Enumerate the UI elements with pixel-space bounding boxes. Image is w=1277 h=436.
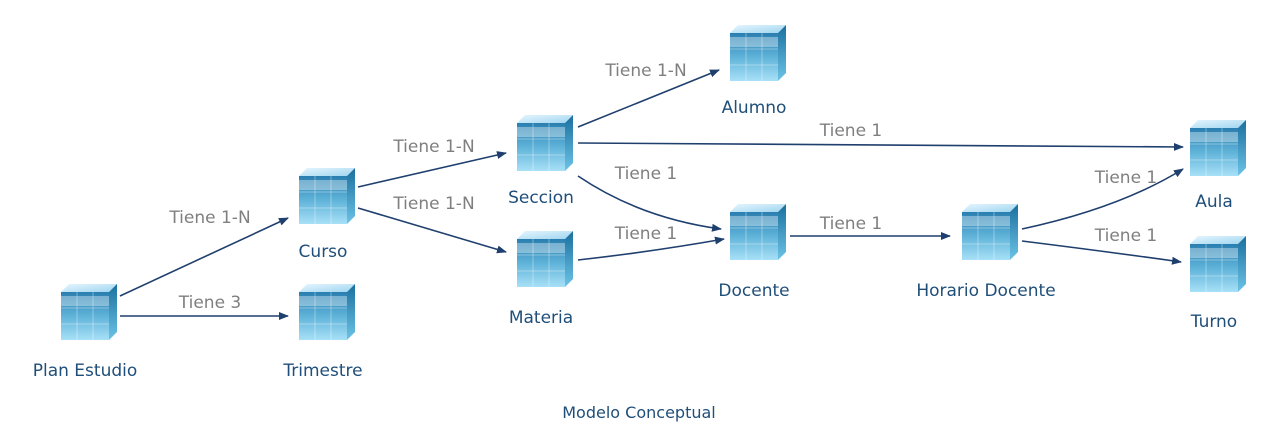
entity-horario: Horario Docente — [916, 204, 1056, 301]
edge-label-horario-to-turno: Tiene 1 — [1094, 226, 1158, 246]
cube-icon — [1190, 236, 1246, 292]
cube-icon — [1190, 120, 1246, 176]
cube-icon — [517, 231, 573, 287]
entity-trimestre: Trimestre — [282, 284, 363, 381]
entity-aula: Aula — [1190, 120, 1246, 212]
edge-curso-to-seccion — [357, 151, 507, 188]
edge-label-horario-to-aula: Tiene 1 — [1094, 168, 1158, 188]
edge-label-seccion-to-aula: Tiene 1 — [819, 121, 883, 141]
cube-icon — [730, 25, 786, 81]
entity-alumno: Alumno — [722, 25, 787, 118]
entity-label-curso: Curso — [299, 242, 348, 262]
cube-icon — [299, 168, 355, 224]
edge-seccion-to-aula — [577, 142, 1184, 151]
edge-labels-layer: Tiene 1-N Tiene 3 Tiene 1-N Tiene 1-N Tiene … — [168, 61, 1157, 313]
entity-label-seccion: Seccion — [508, 188, 574, 208]
entity-label-turno: Turno — [1190, 312, 1237, 332]
edge-horario-to-aula — [1021, 168, 1184, 230]
edge-horario-to-turno — [1021, 240, 1182, 265]
edge-plan-to-curso — [119, 217, 289, 297]
edge-label-seccion-to-alumno: Tiene 1-N — [604, 61, 686, 81]
entity-turno: Turno — [1190, 236, 1246, 332]
entity-curso: Curso — [299, 168, 355, 262]
entity-plan: Plan Estudio — [33, 284, 138, 381]
entity-materia: Materia — [509, 231, 573, 328]
edge-label-materia-to-docente: Tiene 1 — [614, 224, 678, 244]
entity-docente: Docente — [718, 204, 790, 301]
diagram-caption: Modelo Conceptual — [562, 403, 715, 422]
entity-label-materia: Materia — [509, 308, 573, 328]
edges-layer — [119, 69, 1184, 320]
edge-label-docente-to-horario: Tiene 1 — [819, 214, 883, 234]
cube-icon — [517, 115, 573, 171]
cube-icon — [730, 204, 786, 260]
entity-label-alumno: Alumno — [722, 98, 787, 118]
edge-label-curso-to-materia: Tiene 1-N — [392, 194, 474, 214]
cube-icon — [962, 204, 1018, 260]
cube-icon — [299, 284, 355, 340]
edge-label-curso-to-seccion: Tiene 1-N — [392, 137, 474, 157]
edge-label-plan-to-curso: Tiene 1-N — [168, 208, 250, 228]
entity-label-trimestre: Trimestre — [282, 361, 362, 381]
edge-label-seccion-to-docente: Tiene 1 — [614, 164, 678, 184]
entity-label-docente: Docente — [718, 281, 789, 301]
edge-seccion-to-docente — [577, 175, 722, 232]
entity-label-plan: Plan Estudio — [33, 361, 138, 381]
cube-icon — [61, 284, 117, 340]
edge-label-plan-to-trimestre: Tiene 3 — [178, 293, 242, 313]
edge-seccion-to-alumno — [577, 69, 720, 128]
entity-seccion: Seccion — [508, 115, 574, 208]
entity-label-horario: Horario Docente — [916, 281, 1055, 301]
edge-materia-to-docente — [577, 236, 725, 261]
edge-curso-to-materia — [357, 207, 507, 254]
entity-label-aula: Aula — [1195, 192, 1233, 212]
